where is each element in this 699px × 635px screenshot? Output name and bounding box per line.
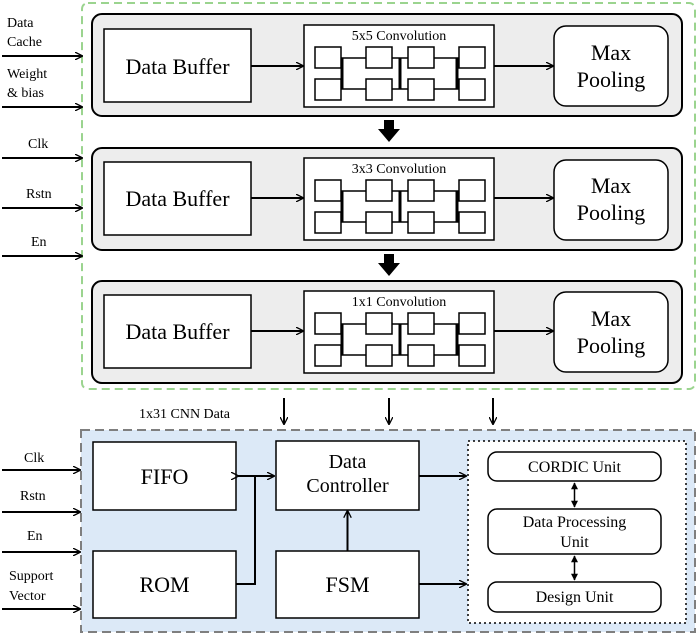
fsm-label: FSM xyxy=(325,572,369,597)
fifo-box xyxy=(92,441,237,511)
data-processing-unit-box xyxy=(487,508,662,555)
clk-label-bottom: Clk xyxy=(24,451,44,466)
rstn-label-bottom: Rstn xyxy=(20,489,46,504)
design-unit-label: Design Unit xyxy=(536,589,614,606)
rstn-label-top: Rstn xyxy=(26,187,52,202)
data-controller-box xyxy=(275,440,420,511)
convolution-label: 1x1 Convolution xyxy=(352,295,447,310)
top-input-arrows xyxy=(2,56,82,256)
convolution-label: 3x3 Convolution xyxy=(352,162,447,177)
data-buffer-label: Data Buffer xyxy=(125,54,230,79)
en-label-top: En xyxy=(31,235,47,250)
data-buffer-label: Data Buffer xyxy=(125,319,230,344)
stage-transition-arrows xyxy=(378,120,400,276)
max-pooling-box xyxy=(553,291,669,373)
cnn-data-label: 1x31 CNN Data xyxy=(139,407,231,422)
weight-bias-label: Weight& bias xyxy=(7,67,47,101)
cnn-region xyxy=(81,2,696,390)
max-pooling-box xyxy=(553,25,669,107)
cnn-to-svm-arrows xyxy=(284,398,493,424)
pe-array xyxy=(314,312,486,367)
rom-label: ROM xyxy=(139,572,189,597)
stage-1-to-2-arrow xyxy=(378,120,400,142)
en-label-bottom: En xyxy=(27,529,43,544)
clk-label-top: Clk xyxy=(28,137,48,152)
fifo-label: FIFO xyxy=(141,464,189,489)
rom-to-controller-link xyxy=(236,476,256,585)
convolution-label: 5x5 Convolution xyxy=(352,29,447,44)
stage-2-to-3-arrow xyxy=(378,254,400,276)
data-buffer-label: Data Buffer xyxy=(125,186,230,211)
pe-array xyxy=(314,46,486,101)
design-unit-box xyxy=(487,581,662,613)
svm-interconnect xyxy=(236,476,466,584)
data-buffer-box xyxy=(103,161,252,236)
max-pooling-box xyxy=(553,159,669,241)
cordic-unit-box xyxy=(487,451,662,482)
rom-box xyxy=(92,550,237,619)
bottom-input-arrows xyxy=(2,470,80,609)
cordic-unit-label: CORDIC Unit xyxy=(528,459,621,476)
data-buffer-box xyxy=(103,294,252,369)
pe-array xyxy=(314,179,486,234)
